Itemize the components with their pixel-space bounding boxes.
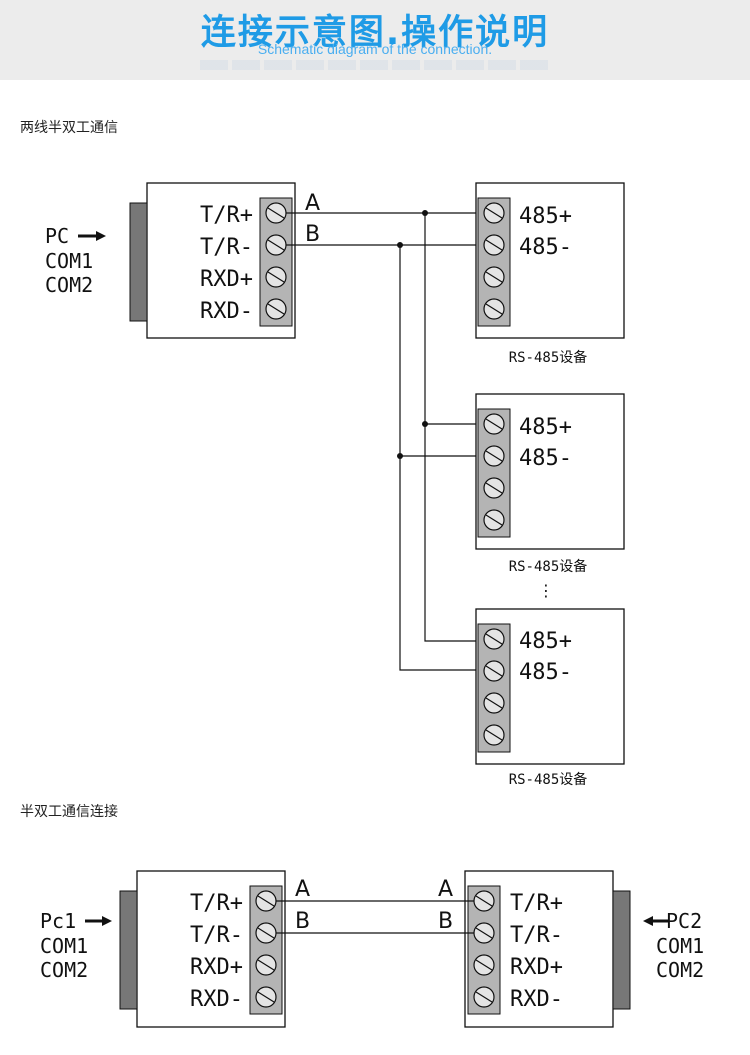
screw-icon <box>265 298 287 320</box>
db9-connector <box>119 890 138 1010</box>
wire-label-a-left: A <box>295 877 310 902</box>
bus-wires <box>286 212 476 671</box>
terminal-label-rxd-minus: RXD- <box>190 987 243 1012</box>
screw-icon <box>265 266 287 288</box>
screw-icon <box>255 954 277 976</box>
wire-label-b-right: B <box>438 909 453 934</box>
device-caption: RS-485设备 <box>509 558 588 575</box>
terminal-label-rxd-plus: RXD+ <box>200 267 253 292</box>
com1-label: COM1 <box>45 249 93 273</box>
screw-icon <box>483 724 505 746</box>
pc1-label: Pc1 <box>40 909 76 933</box>
arrow-right-icon <box>85 916 112 926</box>
arrow-right-icon <box>78 231 106 241</box>
db9-connector <box>612 890 631 1010</box>
screw-icon <box>483 660 505 682</box>
link-wires <box>276 900 474 934</box>
screw-icon <box>483 477 505 499</box>
device-screws <box>483 413 505 531</box>
terminal-label-rxd-plus: RXD+ <box>510 955 563 980</box>
screw-icon <box>265 202 287 224</box>
screw-icon <box>483 202 505 224</box>
terminal-label-rxd-minus: RXD- <box>200 299 253 324</box>
ellipsis-vertical: ⋮ <box>538 581 554 600</box>
screw-icon <box>483 692 505 714</box>
banner-title: 连接示意图.操作说明 <box>200 13 550 53</box>
screw-icon <box>483 445 505 467</box>
device-caption: RS-485设备 <box>509 771 588 788</box>
terminal-label-tr-minus: T/R- <box>510 923 563 948</box>
screw-icon <box>483 509 505 531</box>
screw-icon <box>473 922 495 944</box>
screw-icon <box>483 234 505 256</box>
screw-icon <box>473 954 495 976</box>
pc2-label: PC2 <box>666 909 702 933</box>
wire-label-b-left: B <box>295 909 310 934</box>
arrow-left-icon <box>643 916 668 926</box>
screw-icon <box>483 298 505 320</box>
screw-icon <box>473 986 495 1008</box>
device-caption: RS-485设备 <box>509 349 588 366</box>
db9-connector <box>129 202 148 322</box>
screw-icon <box>265 234 287 256</box>
junction-dot <box>397 242 403 248</box>
junction-dot <box>397 453 403 459</box>
com1-label: COM1 <box>656 934 704 958</box>
pc-label: PC <box>45 224 69 248</box>
device-screws <box>483 628 505 746</box>
banner-decoration <box>200 60 550 70</box>
device-screws <box>483 202 505 320</box>
junction-dot <box>422 421 428 427</box>
screw-icon <box>483 628 505 650</box>
wire-label-a: A <box>305 191 320 216</box>
wire-label-b: B <box>305 222 320 247</box>
terminal-label-tr-minus: T/R- <box>200 235 253 260</box>
device-terminal-485-minus: 485- <box>519 446 572 471</box>
terminal-label-rxd-plus: RXD+ <box>190 955 243 980</box>
com2-label: COM2 <box>45 273 93 297</box>
screw-icon <box>473 890 495 912</box>
terminal-label-tr-plus: T/R+ <box>190 891 243 916</box>
banner-subtitle: Schematic diagram of the connection. <box>257 41 493 57</box>
junction-dots <box>397 210 428 459</box>
junction-dot <box>422 210 428 216</box>
wire-label-a-right: A <box>438 877 453 902</box>
section-label-half-duplex: 半双工通信连接 <box>20 804 118 820</box>
header-banner: 连接示意图.操作说明 Schematic diagram of the conn… <box>0 0 750 80</box>
com2-label: COM2 <box>40 958 88 982</box>
converter-screws <box>255 890 277 1008</box>
terminal-label-tr-minus: T/R- <box>190 923 243 948</box>
wire-a-trunk <box>424 213 476 642</box>
screw-icon <box>483 413 505 435</box>
terminal-label-tr-plus: T/R+ <box>200 203 253 228</box>
screw-icon <box>255 986 277 1008</box>
device-terminal-485-plus: 485+ <box>519 415 572 440</box>
converter-screws <box>473 890 495 1008</box>
screw-icon <box>255 890 277 912</box>
device-terminal-485-minus: 485- <box>519 660 572 685</box>
device-terminal-485-plus: 485+ <box>519 204 572 229</box>
screw-icon <box>255 922 277 944</box>
terminal-label-tr-plus: T/R+ <box>510 891 563 916</box>
converter-screws <box>265 202 287 320</box>
com1-label: COM1 <box>40 934 88 958</box>
screw-icon <box>483 266 505 288</box>
section-label-two-wire: 两线半双工通信 <box>20 120 118 136</box>
com2-label: COM2 <box>656 958 704 982</box>
terminal-label-rxd-minus: RXD- <box>510 987 563 1012</box>
device-terminal-485-plus: 485+ <box>519 629 572 654</box>
device-terminal-485-minus: 485- <box>519 235 572 260</box>
wire-b-trunk <box>399 245 476 671</box>
